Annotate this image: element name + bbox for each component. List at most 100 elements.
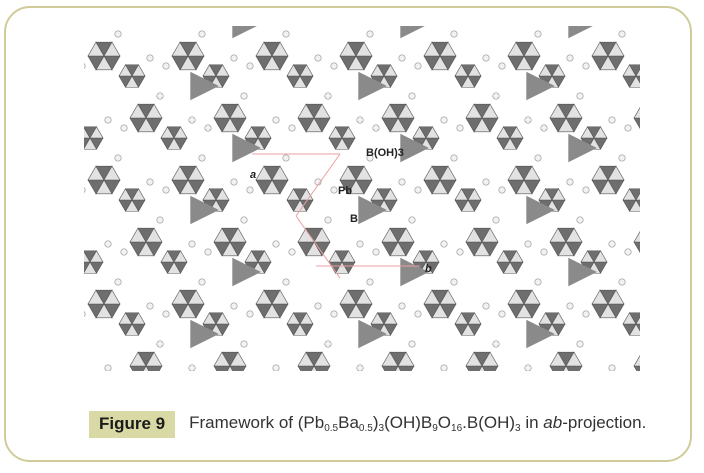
polyhedron-face — [187, 289, 205, 305]
atom-sphere — [330, 310, 338, 318]
polyhedra-rosette — [129, 351, 163, 371]
polyhedron-face — [633, 231, 640, 243]
atom-sphere — [156, 216, 164, 224]
polyhedron-face — [173, 126, 188, 139]
atom-sphere — [356, 240, 364, 248]
polyhedra-rosette — [339, 165, 373, 195]
boh3-triangle — [358, 71, 387, 101]
polyhedron-face — [215, 188, 230, 201]
polyhedron-face — [633, 107, 640, 119]
figure-frame: B(OH)3 Pb B a b Figure 9 Framework of (P… — [4, 6, 692, 462]
atom-sphere — [524, 240, 532, 248]
caption-label: Figure 9 — [89, 411, 176, 438]
polyhedron-face — [213, 365, 231, 371]
polyhedra-rosette — [129, 103, 163, 133]
polyhedron-face — [145, 103, 163, 119]
polyhedron-face — [299, 64, 314, 77]
polyhedra-rosette — [171, 289, 205, 319]
atom-sphere — [618, 278, 626, 286]
polyhedron-face — [145, 351, 163, 367]
atom-sphere — [576, 216, 584, 224]
polyhedra-rosette — [622, 188, 640, 212]
polyhedron-face — [84, 137, 91, 149]
polyhedron-face — [509, 250, 524, 263]
boh3-triangle — [400, 257, 429, 287]
polyhedron-face — [145, 227, 163, 243]
polyhedron-face — [383, 312, 398, 325]
polyhedra-rosette — [538, 64, 566, 88]
atom-sphere — [84, 63, 86, 69]
atom-sphere — [84, 311, 86, 317]
atom-sphere — [440, 240, 448, 248]
polyhedron-face — [381, 365, 399, 371]
polyhedra-rosette — [622, 312, 640, 336]
polyhedron-face — [439, 289, 457, 305]
boh3-triangle — [190, 195, 219, 225]
polyhedron-face — [481, 227, 499, 243]
polyhedron-face — [467, 188, 482, 201]
atom-sphere — [366, 278, 374, 286]
polyhedra-rosette — [160, 250, 188, 274]
unit-cell-edge — [295, 215, 341, 279]
atom-sphere — [204, 248, 212, 256]
atom-sphere — [146, 302, 154, 310]
atom-sphere — [582, 310, 590, 318]
polyhedra-rosette — [381, 227, 415, 257]
atom-sphere — [372, 124, 380, 132]
polyhedron-face — [565, 227, 583, 243]
atom-sphere — [450, 278, 458, 286]
crystal-structure-figure: B(OH)3 Pb B a b — [84, 26, 640, 371]
polyhedron-face — [129, 365, 147, 371]
atom-sphere — [188, 116, 196, 124]
polyhedra-rosette — [171, 165, 205, 195]
polyhedron-face — [635, 68, 640, 77]
atom-sphere — [272, 240, 280, 248]
polyhedron-face — [142, 365, 150, 371]
atom-sphere — [356, 116, 364, 124]
atom-sphere — [582, 186, 590, 194]
atom-sphere — [198, 154, 206, 162]
boh3-triangle — [526, 319, 555, 349]
polyhedra-rosette — [171, 41, 205, 71]
atom-sphere — [456, 248, 464, 256]
atom-sphere — [576, 340, 584, 348]
polyhedra-rosette — [622, 64, 640, 88]
polyhedra-rosette — [118, 64, 146, 88]
polyhedron-face — [509, 126, 524, 139]
polyhedron-face — [551, 312, 566, 325]
atom-sphere — [618, 30, 626, 38]
polyhedra-rosette — [465, 227, 499, 257]
boh3-triangle — [190, 71, 219, 101]
labels-layer: B(OH)3 Pb B a b — [250, 147, 432, 275]
polyhedra-rosette — [87, 289, 121, 319]
atom-sphere — [398, 302, 406, 310]
atom-sphere — [566, 178, 574, 186]
atom-sphere — [272, 116, 280, 124]
polyhedra-rosette — [328, 250, 356, 274]
atom-sphere — [414, 310, 422, 318]
atom-sphere — [608, 364, 616, 371]
atom-sphere — [540, 248, 548, 256]
polyhedra-rosette — [255, 289, 289, 319]
polyhedron-face — [313, 227, 331, 243]
polyhedra-rosette — [213, 103, 247, 133]
polyhedron-face — [89, 250, 104, 263]
atom-sphere — [440, 116, 448, 124]
atom-sphere — [288, 124, 296, 132]
polyhedra-rosette — [381, 103, 415, 133]
polyhedron-face — [131, 64, 146, 77]
atom-sphere — [324, 92, 332, 100]
polyhedra-rosette — [465, 351, 499, 371]
polyhedra-rosette — [339, 41, 373, 71]
boh3-triangle — [568, 26, 593, 39]
polyhedron-face — [397, 103, 415, 119]
polyhedra-rosette — [549, 103, 583, 133]
polyhedron-face — [226, 365, 234, 371]
polyhedra-rosette — [297, 227, 331, 257]
polyhedron-face — [297, 365, 315, 371]
polyhedra-rosette — [507, 289, 541, 319]
polyhedra-rosette — [286, 312, 314, 336]
polyhedron-face — [523, 289, 541, 305]
polyhedron-face — [271, 165, 289, 181]
polyhedron-face — [481, 351, 499, 367]
